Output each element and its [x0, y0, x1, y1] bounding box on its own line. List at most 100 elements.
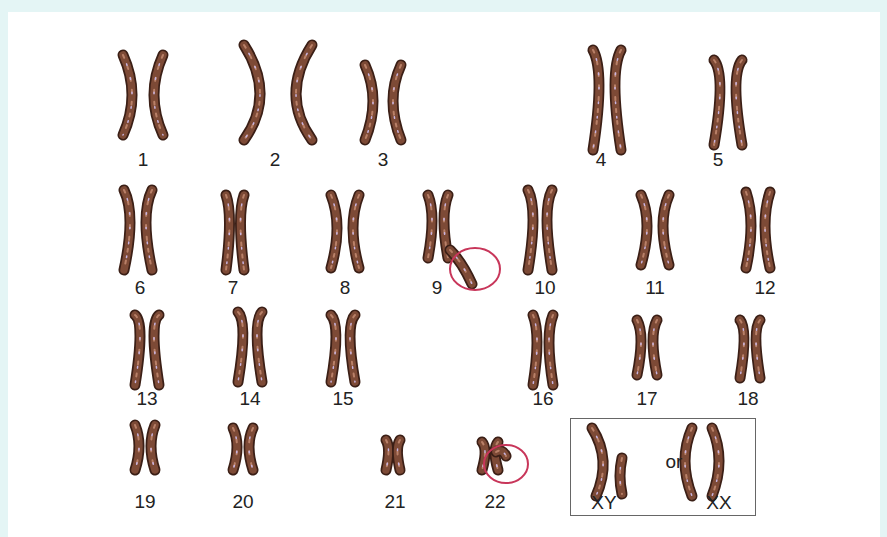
chromosome-number: 19: [134, 492, 155, 511]
chromatid-spot: [549, 315, 553, 385]
chromosome-number: 20: [232, 492, 253, 511]
chromatid-spot: [663, 195, 669, 265]
chromosome: [714, 60, 720, 145]
chromosome-number: 9: [432, 278, 443, 297]
chromatid-band: [620, 458, 622, 494]
chromatid-outline: [736, 60, 742, 145]
chromatid-outline: [615, 50, 621, 150]
chromatid-spot: [756, 320, 760, 378]
chromatid-body: [637, 320, 641, 375]
chromatid-body: [350, 315, 355, 382]
chromosome-number: 6: [135, 278, 146, 297]
chromatid-spot: [257, 312, 262, 382]
chromatid-band: [154, 55, 163, 135]
chromatid-spot: [714, 60, 720, 145]
chromatid-spot: [593, 50, 599, 150]
chromatid-band: [712, 428, 719, 496]
sex-chromosome-label: XY: [591, 493, 616, 512]
chromatid-band: [241, 195, 245, 270]
chromatid-body: [238, 312, 243, 382]
chromatid-outline: [233, 428, 237, 470]
chromatid-body: [736, 60, 742, 145]
chromosome: [653, 320, 657, 375]
chromatid-outline: [653, 320, 657, 375]
chromatid-outline: [154, 55, 163, 135]
chromatid-band: [238, 312, 243, 382]
chromatid-body: [663, 195, 669, 265]
chromatid-outline: [756, 320, 760, 378]
chromatid-body: [365, 65, 373, 140]
chromatid-spot: [393, 65, 401, 140]
chromatid-body: [593, 50, 599, 150]
chromatid-band: [549, 315, 553, 385]
chromatid-band: [244, 45, 260, 140]
chromatid-band: [533, 315, 537, 385]
chromatid-outline: [350, 315, 355, 382]
chromatid-band: [496, 451, 506, 456]
chromosome-number: 12: [754, 278, 775, 297]
chromatid-body: [151, 425, 155, 470]
chromatid-outline: [685, 428, 692, 496]
chromosome: [151, 425, 155, 470]
y-chromosome: [620, 458, 622, 494]
chromatid-band: [123, 55, 132, 135]
chromosome: [135, 315, 140, 385]
chromatid-spot: [154, 315, 159, 385]
chromatid-spot: [620, 458, 622, 494]
chromatid-band: [135, 425, 139, 470]
chromatid-band: [350, 315, 355, 382]
x-chromosome: [592, 428, 603, 496]
chromatid-spot: [641, 195, 647, 265]
chromatid-body: [386, 440, 389, 470]
chromatid-body: [124, 190, 130, 270]
chromosome-number: 21: [384, 492, 405, 511]
chromatid-band: [249, 428, 253, 470]
chromatid-outline: [238, 312, 243, 382]
chromosome: [124, 190, 130, 270]
x-chromosome: [712, 428, 719, 496]
chromatid-spot: [296, 45, 312, 140]
chromatid-body: [714, 60, 720, 145]
chromatid-outline: [151, 425, 155, 470]
chromatid-band: [736, 60, 742, 145]
chromatid-outline: [135, 425, 139, 470]
chromosome-number: 14: [239, 389, 260, 408]
chromatid-outline: [249, 428, 253, 470]
chromosome-number: 16: [532, 389, 553, 408]
chromatid-outline: [528, 190, 533, 270]
chromatid-spot: [685, 428, 692, 496]
chromatid-spot: [740, 320, 744, 378]
chromatid-spot: [353, 195, 359, 268]
chromatid-spot: [712, 428, 719, 496]
chromatid-outline: [620, 458, 622, 494]
chromatid-outline: [296, 45, 312, 140]
chromatid-band: [740, 320, 744, 378]
chromosome: [533, 315, 537, 385]
chromosome: [740, 320, 744, 378]
chromatid-band: [233, 428, 237, 470]
chromatid-band: [331, 315, 336, 382]
chromatid-outline: [365, 65, 373, 140]
chromatid-outline: [714, 60, 720, 145]
chromatid-body: [331, 315, 336, 382]
chromatid-body: [146, 190, 152, 270]
chromatid-band: [528, 190, 533, 270]
chromosome: [331, 315, 336, 382]
chromatid-spot: [398, 440, 401, 470]
chromosome: [350, 315, 355, 382]
chromatid-outline: [637, 320, 641, 375]
chromatid-outline: [765, 192, 770, 268]
chromosome-number: 11: [645, 278, 665, 297]
chromatid-band: [637, 320, 641, 375]
chromatid-band: [746, 192, 751, 268]
chromatid-spot: [528, 190, 533, 270]
chromatid-outline: [592, 428, 603, 496]
chromatid-outline: [123, 55, 132, 135]
chromatid-body: [257, 312, 262, 382]
chromatid-body: [135, 315, 140, 385]
sex-chromosome-box: XYorXX: [570, 418, 756, 516]
chromatid-body: [154, 315, 159, 385]
chromatid-spot: [365, 65, 373, 140]
chromatid-body: [135, 425, 139, 470]
